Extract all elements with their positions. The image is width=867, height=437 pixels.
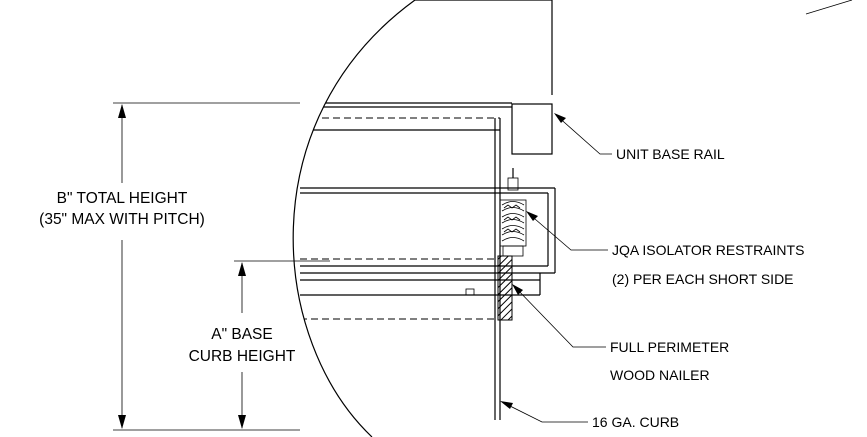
- wood-nailer: [497, 255, 513, 321]
- curb-label: 16 GA. CURB: [592, 414, 679, 430]
- unit-base-rail: [511, 103, 553, 155]
- nailer-label: FULL PERIMETER: [610, 339, 729, 355]
- isolator-label: JQA ISOLATOR RESTRAINTS: [612, 242, 804, 258]
- dimension-total-height: [113, 102, 300, 431]
- nailer-label-2: WOOD NAILER: [610, 367, 710, 383]
- detail-boundary-arc: [292, 0, 416, 437]
- base-height-label-2: CURB HEIGHT: [189, 348, 296, 365]
- detail-boundary-top: [415, 0, 553, 95]
- isolator-note: (2) PER EACH SHORT SIDE: [612, 271, 794, 287]
- leader-isolator: [526, 211, 608, 251]
- detail-callout-leader: [805, 0, 853, 15]
- total-height-note: (35" MAX WITH PITCH): [39, 211, 205, 228]
- leader-nailer: [512, 284, 606, 348]
- isolator-restraint: [499, 168, 527, 257]
- leader-curb: [500, 401, 588, 423]
- base-height-label: A" BASE: [211, 326, 273, 343]
- dimension-base-height: [234, 260, 330, 429]
- total-height-label: B" TOTAL HEIGHT: [57, 190, 188, 207]
- unit-base-rail-label: UNIT BASE RAIL: [616, 146, 725, 162]
- detail-content: [300, 102, 556, 420]
- leader-unit-base-rail: [554, 113, 612, 155]
